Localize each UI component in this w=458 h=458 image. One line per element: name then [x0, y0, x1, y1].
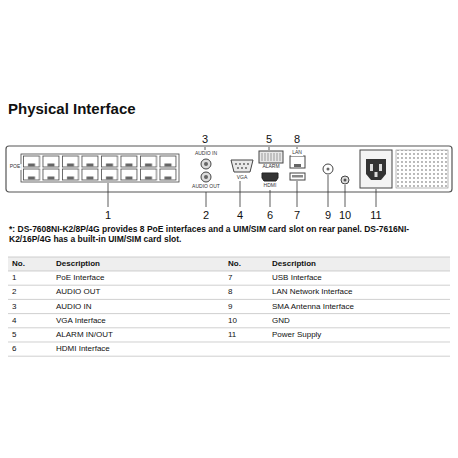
table-cell: AUDIO IN [56, 302, 92, 311]
callout-number: 9 [325, 209, 331, 222]
table-header: No. [12, 259, 25, 268]
poe-block [21, 154, 179, 182]
nvr-housing [6, 146, 452, 192]
table-cell: USB Interface [272, 273, 322, 282]
table-cell: 7 [228, 273, 232, 282]
panel-label: AUDIO IN [194, 151, 218, 157]
callout-number: 11 [370, 209, 381, 222]
table-cell: GND [272, 316, 290, 325]
table-cell: LAN Network Interface [272, 287, 352, 296]
lan-port [290, 156, 305, 168]
table-cell: 1 [12, 273, 16, 282]
table-cell: 3 [12, 302, 16, 311]
table-cell: 11 [228, 330, 236, 339]
panel-label: ALARM [261, 164, 280, 170]
panel-label: HDMI [263, 183, 278, 189]
table-cell: AUDIO OUT [56, 287, 100, 296]
hdmi-port [262, 173, 278, 181]
table-cell: VGA Interface [56, 316, 106, 325]
callout-number: 8 [294, 133, 300, 146]
table-header: No. [228, 259, 241, 268]
table-cell: Power Supply [272, 330, 321, 339]
panel-label: VGA [236, 175, 249, 181]
iec-socket [366, 159, 386, 180]
poe-ports [22, 155, 178, 181]
callout-number: 3 [202, 133, 208, 146]
callout-number: 6 [267, 209, 273, 222]
table-cell: 4 [12, 316, 16, 325]
table-cell: 5 [12, 330, 16, 339]
power-inlet [360, 150, 392, 188]
table-cell: 10 [228, 316, 237, 325]
gnd-terminal [341, 176, 349, 184]
alarm-terminal-slots [262, 153, 280, 161]
table-cell: ALARM IN/OUT [56, 330, 113, 339]
table-cell: SMA Antenna Interface [272, 302, 354, 311]
table-header-band [8, 257, 450, 271]
iec-pins [370, 164, 382, 177]
panel-label: POE [9, 164, 22, 170]
panel-label: AUDIO OUT [191, 184, 221, 190]
audio-in-core [204, 162, 208, 166]
table-header: Description [56, 259, 100, 268]
table-cell: 2 [12, 287, 16, 296]
table-cell: PoE Interface [56, 273, 104, 282]
vga-pins [235, 163, 249, 169]
alarm-terminal [259, 151, 283, 163]
table-cell: HDMI Interface [56, 344, 110, 353]
table-header: Description [272, 259, 316, 268]
callout-number: 1 [105, 209, 111, 222]
callout-number: 2 [203, 209, 209, 222]
audio-out-jack [201, 172, 211, 182]
sma-antenna [323, 164, 333, 174]
table-cell: 9 [228, 302, 232, 311]
leader-lines [108, 147, 376, 207]
lan-latch [294, 164, 301, 167]
callout-number: 7 [294, 209, 300, 222]
usb-tongue [292, 175, 303, 178]
footnote: *: DS-7608NI-K2/8P/4G provides 8 PoE int… [9, 224, 449, 244]
callout-number: 5 [266, 133, 272, 146]
gnd-screw [344, 179, 347, 182]
table-cell: 6 [12, 344, 16, 353]
vent-grille [396, 150, 448, 188]
panel-label: LAN [291, 150, 303, 156]
usb-port [290, 173, 305, 180]
table-rules [8, 257, 450, 356]
callout-number: 4 [237, 209, 243, 222]
section-title: Physical Interface [8, 100, 136, 117]
callout-number: 10 [339, 209, 351, 222]
table-cell: 8 [228, 287, 232, 296]
audio-in-jack [201, 159, 211, 169]
audio-out-core [204, 175, 208, 179]
vga-connector [231, 160, 253, 172]
sma-core [327, 168, 330, 171]
